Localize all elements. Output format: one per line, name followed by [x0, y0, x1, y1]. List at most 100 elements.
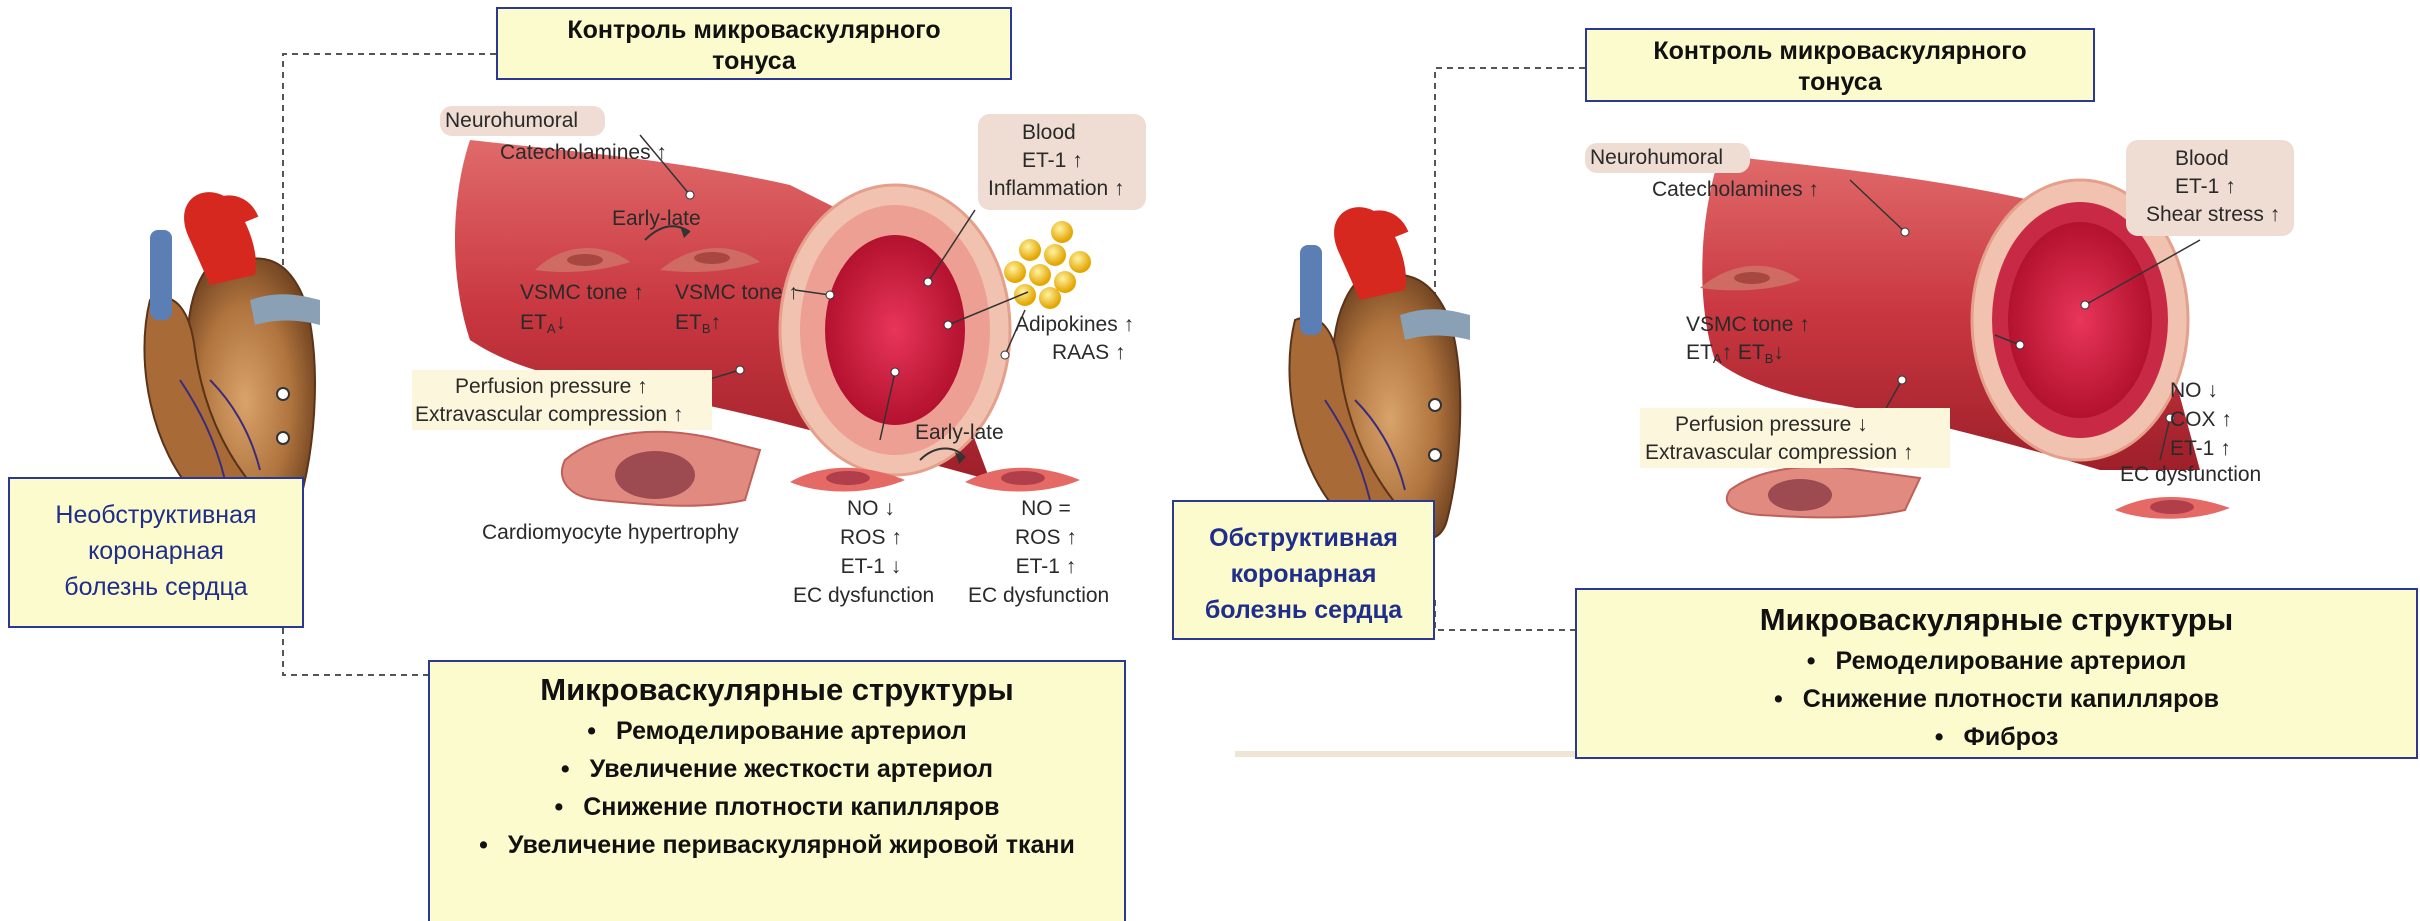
- tone-box-line-1: Контроль микроваскулярного: [498, 15, 1010, 46]
- eta-etb-label-right: ETA↑ ETB↓: [1686, 338, 1784, 373]
- ec-right-no-text: NO: [2170, 379, 2202, 402]
- blood-label: Blood: [1022, 118, 1076, 147]
- ec-ros: ROS ↑: [840, 523, 902, 552]
- neurohumoral-label-right: Neurohumoral: [1590, 143, 1723, 172]
- disease-box-line-2: коронарная: [10, 533, 302, 569]
- disease-box-right-line-2: коронарная: [1174, 556, 1433, 592]
- inflammation-text: Inflammation: [988, 177, 1108, 200]
- vsmc-tone-a-label: VSMC tone ↑: [520, 278, 644, 307]
- cardiomyocyte-illustration: [562, 432, 760, 506]
- eta-text: ET: [520, 311, 547, 334]
- tone-box-right-line-1: Контроль микроваскулярного: [1587, 36, 2093, 67]
- ec-dysfunction-2: EC dysfunction: [968, 581, 1109, 610]
- dashed-connector-bottom-right: [1435, 600, 1575, 630]
- et1-label-right: ET-1 ↑: [2175, 172, 2236, 201]
- extravascular-label-right: Extravascular compression ↑: [1645, 438, 1913, 467]
- ec-ros-text: ROS: [840, 526, 886, 549]
- disease-box: Необструктивная коронарная болезнь сердц…: [8, 477, 304, 628]
- structures-item: Увеличение жесткости артериол: [430, 750, 1124, 788]
- catecholamines-right-text: Catecholamines: [1652, 178, 1803, 201]
- vsmc-tone-label-right: VSMC tone ↑: [1686, 310, 1810, 339]
- vsmc-tone-right-text: VSMC tone: [1686, 313, 1793, 336]
- disease-box-line-3: болезнь сердца: [10, 569, 302, 605]
- endothelial-cell-illustration-right: [2115, 497, 2230, 519]
- structures-box: Микроваскулярные структуры Ремоделирован…: [428, 660, 1126, 921]
- catecholamines-text: Catecholamines: [500, 141, 651, 164]
- ec-right-cox: COX ↑: [2170, 405, 2232, 434]
- vsmc-tone-b-text: VSMC tone: [675, 281, 782, 304]
- heart-illustration: [144, 192, 320, 521]
- ec-column-2: NO = ROS ↑ ET-1 ↑: [1015, 494, 1077, 581]
- etb-label: ETB↑: [675, 308, 721, 343]
- right-panel: Контроль микроваскулярного тонуса Обстру…: [1160, 0, 2420, 921]
- ec-column-1: NO ↓ ROS ↑ ET-1 ↓: [840, 494, 902, 581]
- structures-item: Ремоделирование артериол: [1577, 642, 2416, 680]
- adipokines-text: Adipokines: [1015, 313, 1118, 336]
- neurohumoral-label: Neurohumoral: [445, 106, 578, 135]
- ec2-et1: ET-1 ↑: [1015, 552, 1077, 581]
- structures-item: Фиброз: [1577, 718, 2416, 756]
- ec-right-cox-text: COX: [2170, 408, 2216, 431]
- ec-dysfunction-1: EC dysfunction: [793, 581, 934, 610]
- structures-item: Снижение плотности капилляров: [430, 788, 1124, 826]
- structures-title-right: Микроваскулярные структуры: [1577, 598, 2416, 642]
- disease-box-line-1: Необструктивная: [10, 497, 302, 533]
- eta-label: ETA↓: [520, 308, 566, 343]
- tone-control-box-right: Контроль микроваскулярного тонуса: [1585, 28, 2095, 102]
- disease-box-right-line-1: Обструктивная: [1174, 520, 1433, 556]
- ec-no: NO ↓: [840, 494, 902, 523]
- tone-box-right-line-2: тонуса: [1587, 67, 2093, 98]
- shear-stress-label: Shear stress ↑: [2146, 200, 2280, 229]
- blood-label-right: Blood: [2175, 144, 2229, 173]
- perfusion-text: Perfusion pressure: [455, 375, 631, 398]
- tone-control-box: Контроль микроваскулярного тонуса: [496, 7, 1012, 80]
- structures-item: Ремоделирование артериол: [430, 712, 1124, 750]
- ec-right-no: NO ↓: [2170, 376, 2232, 405]
- left-panel: Контроль микроваскулярного тонуса Необст…: [0, 0, 1210, 921]
- endothelial-cells-illustration: [790, 468, 1080, 492]
- etb-right-subscript: B: [1765, 351, 1774, 366]
- extravascular-text: Extravascular compression: [415, 403, 667, 426]
- ec2-et1-text: ET-1: [1016, 555, 1060, 578]
- extravascular-label: Extravascular compression ↑: [415, 400, 683, 429]
- perfusion-right-text: Perfusion pressure: [1675, 413, 1851, 436]
- catecholamines-label: Catecholamines ↑: [500, 138, 667, 167]
- ec-right-et1-text: ET-1: [2170, 437, 2214, 460]
- dashed-connector-top-right: [1435, 68, 1585, 310]
- early-late-label: Early-late: [612, 204, 701, 233]
- early-late-label-2: Early-late: [915, 418, 1004, 447]
- eta-right-text: ET: [1686, 341, 1713, 364]
- etb-subscript: B: [702, 321, 711, 336]
- et1-text: ET-1: [1022, 149, 1066, 172]
- eta-right-subscript: A: [1713, 351, 1722, 366]
- vsmc-tone-a-text: VSMC tone: [520, 281, 627, 304]
- etb-text: ET: [675, 311, 702, 334]
- tone-box-line-2: тонуса: [498, 46, 1010, 77]
- heart-illustration-right: [1289, 207, 1470, 541]
- structures-title: Микроваскулярные структуры: [430, 668, 1124, 712]
- vsmc-tone-b-label: VSMC tone ↑: [675, 278, 799, 307]
- raas-label: RAAS ↑: [1052, 338, 1126, 367]
- ec-dysfunction-right: EC dysfunction: [2120, 460, 2261, 489]
- extravascular-right-text: Extravascular compression: [1645, 441, 1897, 464]
- ec-no-text: NO: [847, 497, 879, 520]
- ec-et1-text: ET-1: [841, 555, 885, 578]
- ec-list-right: NO ↓ COX ↑ ET-1 ↑: [2170, 376, 2232, 463]
- adipokines-label: Adipokines ↑: [1015, 310, 1134, 339]
- ec2-no: NO =: [1015, 494, 1077, 523]
- ec-right-et1: ET-1 ↑: [2170, 434, 2232, 463]
- dashed-connector-bottom: [283, 628, 428, 675]
- ec-et1: ET-1 ↓: [840, 552, 902, 581]
- shear-stress-text: Shear stress: [2146, 203, 2264, 226]
- structures-list: Ремоделирование артериол Увеличение жест…: [430, 712, 1124, 864]
- cardiomyocyte-label: Cardiomyocyte hypertrophy: [482, 518, 739, 547]
- perfusion-label: Perfusion pressure ↑: [455, 372, 648, 401]
- disease-box-right-line-3: болезнь сердца: [1174, 592, 1433, 628]
- ec2-ros: ROS ↑: [1015, 523, 1077, 552]
- perfusion-label-right: Perfusion pressure ↓: [1675, 410, 1868, 439]
- inflammation-label: Inflammation ↑: [988, 174, 1125, 203]
- disease-box-right: Обструктивная коронарная болезнь сердца: [1172, 500, 1435, 640]
- catecholamines-label-right: Catecholamines ↑: [1652, 175, 1819, 204]
- structures-box-right: Микроваскулярные структуры Ремоделирован…: [1575, 588, 2418, 759]
- eta-subscript: A: [547, 321, 556, 336]
